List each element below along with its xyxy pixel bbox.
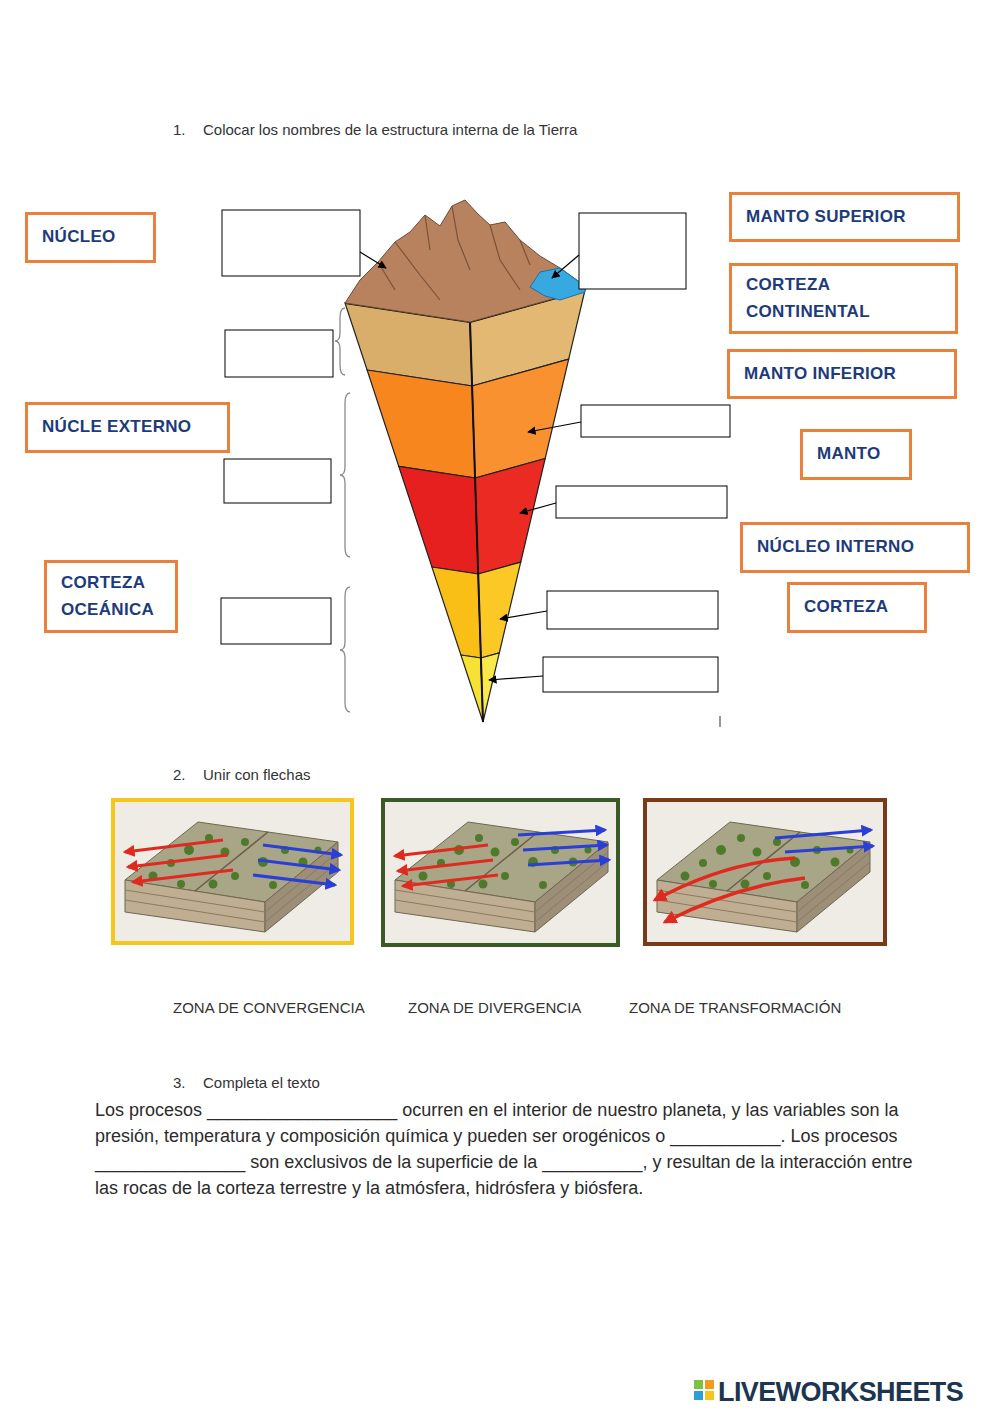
- option-text: NÚCLEO INTERNO: [757, 534, 914, 560]
- option-box: MANTO: [800, 429, 912, 480]
- option-box: NÚCLEO: [25, 212, 156, 263]
- option-text: CORTEZA OCEÁNICA: [61, 570, 161, 623]
- watermark: LIVEWORKSHEETS: [718, 1376, 963, 1408]
- option-text: MANTO: [817, 441, 881, 467]
- fill-in-paragraph: Los procesos ___________________ ocurren…: [95, 1097, 930, 1201]
- instruction-text: Completa el texto: [203, 1074, 320, 1092]
- option-text: NÚCLE EXTERNO: [42, 414, 191, 440]
- option-box: MANTO SUPERIOR: [729, 192, 960, 242]
- option-box: NÚCLEO INTERNO: [740, 522, 970, 573]
- instruction-number: 3.: [173, 1074, 186, 1092]
- instruction-text: Unir con flechas: [203, 766, 311, 784]
- option-box: MANTO INFERIOR: [727, 349, 957, 399]
- option-text: CORTEZA: [804, 594, 888, 620]
- option-box: CORTEZA OCEÁNICA: [44, 560, 178, 633]
- option-text: NÚCLEO: [42, 224, 116, 250]
- instruction-number: 1.: [173, 121, 186, 139]
- option-box: NÚCLE EXTERNO: [25, 402, 230, 453]
- option-box: CORTEZA: [787, 582, 927, 633]
- option-box: CORTEZA CONTINENTAL: [729, 263, 958, 334]
- option-text: MANTO SUPERIOR: [746, 204, 906, 230]
- instruction-text: Colocar los nombres de la estructura int…: [203, 121, 577, 139]
- option-text: MANTO INFERIOR: [744, 361, 896, 387]
- instruction-number: 2.: [173, 766, 186, 784]
- option-text: CORTEZA CONTINENTAL: [746, 272, 896, 325]
- zone-label: ZONA DE CONVERGENCIA: [173, 999, 365, 1017]
- zone-label: ZONA DE TRANSFORMACIÓN: [629, 999, 841, 1017]
- zone-label: ZONA DE DIVERGENCIA: [408, 999, 581, 1017]
